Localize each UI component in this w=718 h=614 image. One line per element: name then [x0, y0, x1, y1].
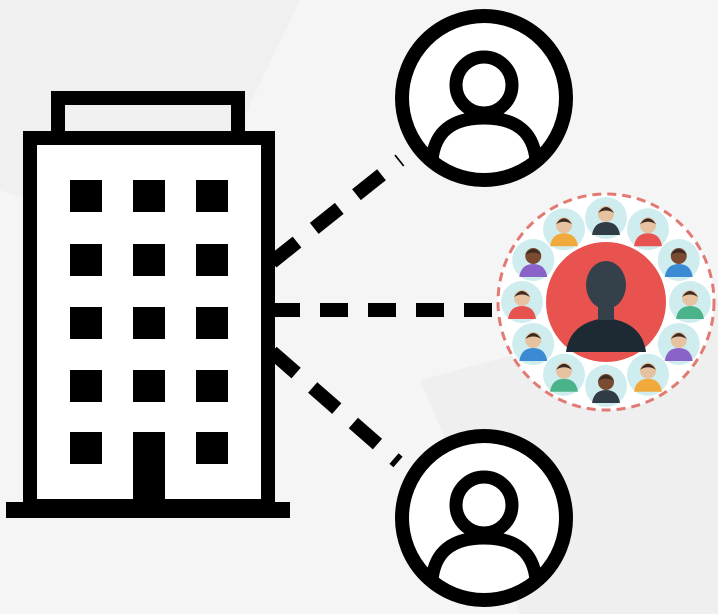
avatar-icon: [627, 353, 669, 396]
window: [133, 307, 165, 339]
avatar-icon: [543, 353, 585, 396]
avatar-shirt: [550, 378, 578, 392]
group-avatars: [501, 197, 711, 407]
avatar-shirt: [508, 306, 536, 319]
avatar-hair: [640, 363, 656, 370]
person-circle-icon: [395, 9, 573, 187]
avatar-icon: [657, 323, 700, 365]
connectors: [267, 154, 498, 468]
avatar-hair: [525, 333, 542, 339]
avatar-shirt: [676, 306, 704, 319]
customer-group-icon: [496, 192, 716, 412]
window: [70, 244, 102, 276]
avatar-icon: [512, 239, 555, 281]
avatar-hair: [598, 375, 614, 381]
avatar-shirt: [634, 233, 662, 247]
office-building-icon: [6, 91, 290, 518]
window: [196, 370, 228, 402]
window: [196, 432, 228, 464]
group-center-person: [566, 261, 646, 352]
avatar-shirt: [592, 222, 620, 235]
window: [70, 370, 102, 402]
connector-to-bottom-customer: [267, 346, 403, 468]
window: [133, 244, 165, 276]
avatar-icon: [627, 208, 669, 251]
avatar-icon: [501, 281, 543, 323]
avatar-shirt: [634, 378, 662, 392]
avatar-icon: [657, 239, 700, 281]
group-dashed-ring: [496, 192, 716, 412]
window: [196, 244, 228, 276]
window: [196, 180, 228, 212]
avatar-hair: [670, 249, 687, 255]
avatar-hair: [514, 291, 530, 297]
avatar-hair: [670, 333, 687, 339]
window: [70, 180, 102, 212]
avatar-icon: [512, 323, 555, 365]
avatar-icon: [585, 365, 627, 407]
avatar-shirt: [664, 264, 693, 277]
building-base: [6, 502, 290, 518]
window: [70, 432, 102, 464]
person-shoulders: [425, 111, 543, 161]
window: [70, 307, 102, 339]
avatar-hair: [556, 218, 572, 225]
building-windows: [70, 180, 228, 504]
avatar-icon: [585, 197, 627, 239]
center-person-body: [566, 318, 646, 352]
avatar-shirt: [550, 233, 578, 247]
avatar-hair: [640, 218, 656, 225]
building-door: [133, 432, 165, 504]
avatar-icon: [669, 281, 711, 323]
avatar-shirt: [664, 348, 693, 361]
avatar-hair: [525, 249, 542, 255]
window: [133, 370, 165, 402]
avatar-hair: [682, 291, 698, 297]
center-person-head: [586, 261, 626, 309]
avatar-shirt: [519, 264, 548, 277]
window: [133, 180, 165, 212]
person-circle-icon: [395, 429, 573, 607]
avatar-hair: [598, 207, 614, 213]
window: [196, 307, 228, 339]
avatar-icon: [543, 208, 585, 251]
person-shoulders: [425, 531, 543, 581]
connector-to-top-customer: [267, 154, 405, 268]
avatar-shirt: [592, 390, 620, 403]
avatar-hair: [556, 363, 572, 370]
avatar-shirt: [519, 348, 548, 361]
